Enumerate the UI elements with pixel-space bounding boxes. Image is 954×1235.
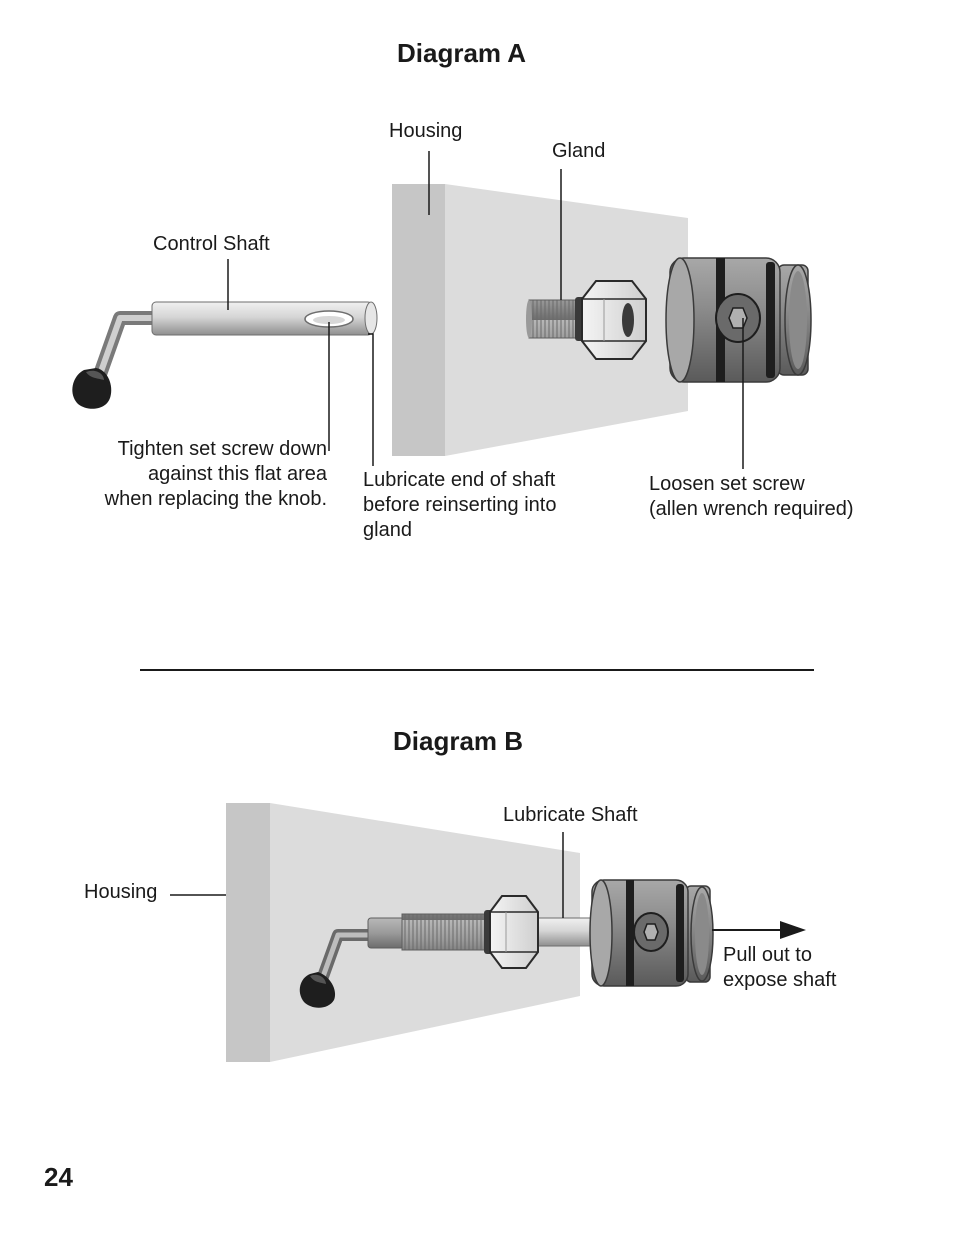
- label-tighten-note: Tighten set screw down against this flat…: [104, 438, 327, 510]
- gland-a: [526, 280, 647, 360]
- leader-lines-b: [170, 832, 564, 918]
- label-housing-a: Housing: [389, 120, 463, 142]
- diagram-b-illustration: [170, 803, 806, 1062]
- control-shaft-b: [299, 913, 601, 1008]
- label-lubricate-note: Lubricate end of shaft before reinsertin…: [363, 469, 557, 541]
- leader-lines-a: [227, 151, 744, 469]
- pull-arrow: [712, 921, 806, 939]
- label-gland: Gland: [552, 140, 606, 162]
- label-pull-out: Pull out to expose shaft: [723, 944, 837, 991]
- diagram-a-illustration: [72, 151, 812, 469]
- control-knob-a: [665, 257, 812, 383]
- page-number: 24: [44, 1162, 73, 1192]
- gland-b: [484, 895, 539, 969]
- label-housing-b: Housing: [84, 881, 158, 903]
- diagram-a-title: Diagram A: [397, 38, 527, 68]
- label-control-shaft: Control Shaft: [153, 233, 270, 255]
- label-loosen-note: Loosen set screw (allen wrench required): [649, 473, 854, 520]
- control-knob-b: [589, 879, 714, 987]
- diagram-b-title: Diagram B: [393, 726, 524, 756]
- label-lubricate-shaft: Lubricate Shaft: [503, 804, 638, 826]
- knob-b: [299, 972, 336, 1008]
- control-shaft-a: [72, 301, 378, 409]
